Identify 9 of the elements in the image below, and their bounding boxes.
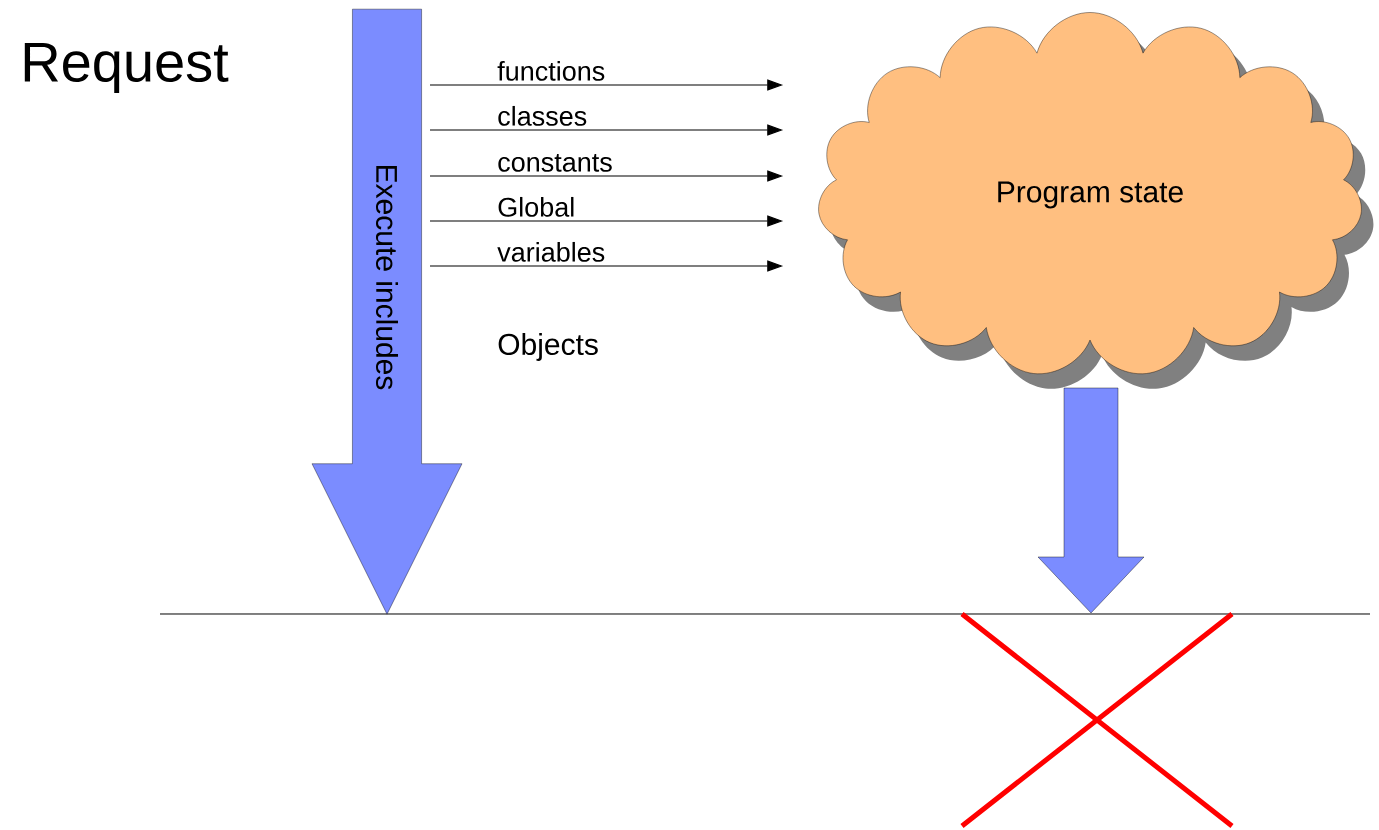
edge-label: constants — [498, 154, 612, 172]
edge-label: variables — [497, 241, 605, 262]
edge-label: classes — [498, 105, 587, 126]
text-label: Request — [24, 42, 229, 94]
block-arrow — [1037, 387, 1145, 614]
text-label: Objects — [498, 333, 598, 361]
edge-label: functions — [497, 60, 605, 81]
edge-label: Global — [498, 196, 574, 217]
cloud: Program state — [818, 12, 1374, 389]
